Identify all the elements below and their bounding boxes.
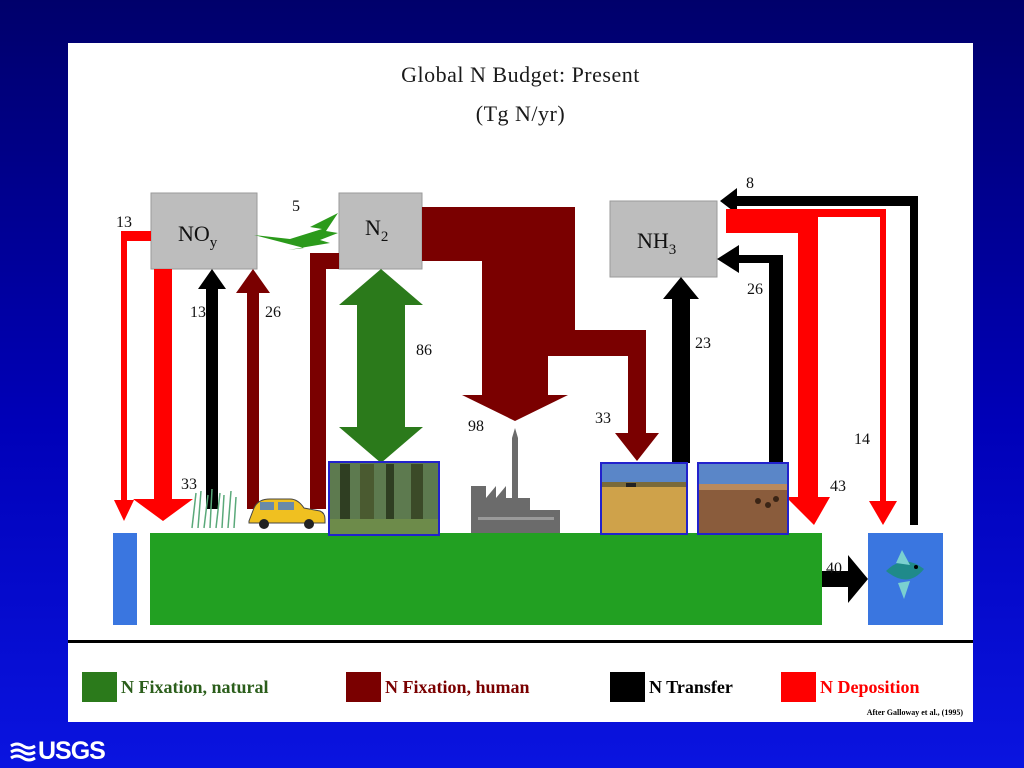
- legend-swatch-human: [346, 672, 381, 702]
- noy-ocean-deposition-arrow: [114, 231, 151, 521]
- usgs-logo-text: USGS: [38, 737, 106, 765]
- flow-label-crop-nh3: 23: [695, 335, 711, 352]
- flow-label-riverine: 40: [826, 560, 842, 577]
- forest-image: [328, 461, 440, 536]
- flow-label-ocean-nh3: 8: [746, 175, 754, 192]
- legend-transfer: N Transfer: [610, 671, 733, 703]
- flow-label-biological-fixation: 86: [416, 342, 432, 359]
- livestock-nh3-arrow: [717, 245, 783, 463]
- factory-icon: [471, 428, 560, 533]
- crop-field-image: [600, 462, 688, 535]
- car-link: [310, 253, 339, 509]
- combustion-arrow: [236, 269, 270, 509]
- grass-icon: [191, 488, 237, 529]
- biological-fixation-arrow: [339, 269, 423, 463]
- flow-label-livestock-nh3: 26: [747, 281, 763, 298]
- haber-bosch-arrow: [422, 207, 659, 461]
- lightning-bolt: [254, 213, 338, 250]
- flow-label-noy-ocean: 13: [116, 214, 132, 231]
- nitrogen-budget-diagram: NOy N2 NH3: [68, 175, 973, 643]
- legend-deposition: N Deposition: [781, 671, 920, 703]
- diagram-panel: Global N Budget: Present (Tg N/yr) NOy N…: [68, 43, 973, 722]
- ocean-strip: [113, 533, 137, 625]
- noy-transfer-arrow: [198, 269, 226, 509]
- flow-label-lightning: 5: [292, 198, 300, 215]
- legend-label-human: N Fixation, human: [385, 676, 530, 697]
- legend-human-fixation: N Fixation, human: [346, 671, 530, 703]
- flow-label-nh3-land: 43: [830, 478, 846, 495]
- legend-divider: [68, 640, 973, 643]
- noy-label: NOy: [178, 221, 218, 251]
- legend-swatch-transfer: [610, 672, 645, 702]
- legend-natural-fixation: N Fixation, natural: [82, 671, 269, 703]
- legend-swatch-deposition: [781, 672, 816, 702]
- flow-label-noy-transfer: 13: [190, 304, 206, 321]
- ocean-fish-image: [868, 533, 943, 625]
- flow-label-combustion: 26: [265, 304, 281, 321]
- crop-nh3-arrow: [663, 277, 699, 463]
- diagram-title: Global N Budget: Present: [401, 62, 640, 87]
- n2-label: N2: [365, 215, 388, 245]
- flow-label-haber-bosch: 98: [468, 418, 484, 435]
- land-bar: [150, 533, 822, 625]
- flow-label-crop-fixation: 33: [595, 410, 611, 427]
- diagram-units: (Tg N/yr): [475, 101, 566, 126]
- riverine-export-arrow: [822, 555, 868, 603]
- source-credit: After Galloway et al., (1995): [866, 708, 963, 717]
- legend-swatch-natural: [82, 672, 117, 702]
- noy-box: [150, 192, 258, 270]
- flow-label-noy-land: 33: [181, 476, 197, 493]
- nh3-box: [609, 200, 718, 278]
- flow-label-nh3-ocean: 14: [854, 431, 870, 448]
- legend-label-transfer: N Transfer: [649, 676, 733, 697]
- nh3-land-deposition-arrow: [726, 209, 830, 525]
- nh3-label: NH3: [637, 228, 676, 258]
- usgs-logo[interactable]: USGS: [10, 737, 106, 766]
- legend-label-deposition: N Deposition: [820, 676, 920, 697]
- livestock-image: [697, 462, 789, 535]
- noy-land-deposition-arrow: [133, 269, 193, 521]
- usgs-wave-icon: [10, 742, 36, 761]
- legend-label-natural: N Fixation, natural: [121, 676, 269, 697]
- car-icon: [248, 498, 326, 529]
